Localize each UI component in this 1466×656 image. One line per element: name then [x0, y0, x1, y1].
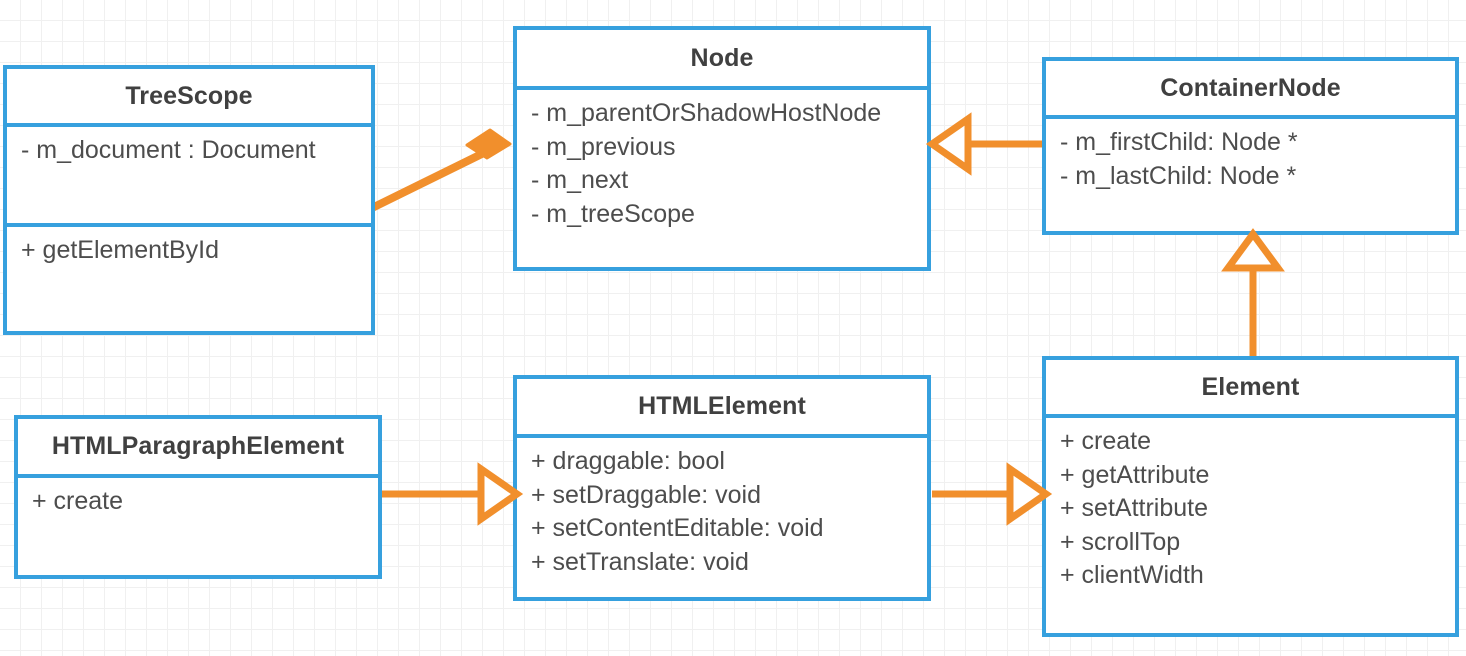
class-attributes-compartment-htmlparagraphelement: + create — [18, 478, 378, 575]
class-member: + create — [32, 487, 124, 515]
class-methods-compartment-treescope: + getElementById — [7, 227, 371, 331]
class-attributes-compartment-containernode: - m_firstChild: Node * - m_lastChild: No… — [1046, 119, 1455, 231]
class-title-compartment-treescope: TreeScope — [7, 69, 371, 127]
class-member: + draggable: bool — [531, 447, 725, 475]
class-member: - m_lastChild: Node * — [1060, 161, 1297, 190]
class-name-htmlelement: HTMLElement — [638, 392, 806, 420]
class-attributes-compartment-node: - m_parentOrShadowHostNode - m_previous … — [517, 90, 927, 267]
class-title-compartment-containernode: ContainerNode — [1046, 61, 1455, 119]
class-member: + setDraggable: void — [531, 480, 762, 509]
connector-line-treescope-node — [370, 140, 504, 212]
class-member: - m_parentOrShadowHostNode — [531, 99, 882, 127]
generalization-triangle-marker-htmlelement-element — [1006, 462, 1053, 526]
class-box-element[interactable]: Element + create + getAttribute + setAtt… — [1042, 356, 1459, 637]
class-title-compartment-element: Element — [1046, 360, 1455, 418]
composition-diamond-marker-treescope-node — [465, 128, 512, 160]
class-name-htmlparagraphelement: HTMLParagraphElement — [51, 432, 345, 460]
class-member: - m_next — [531, 166, 629, 194]
class-box-htmlelement[interactable]: HTMLElement + draggable: bool + setDragg… — [513, 375, 931, 601]
class-box-containernode[interactable]: ContainerNode - m_firstChild: Node * - m… — [1042, 57, 1459, 235]
class-member: + create — [1060, 427, 1152, 455]
class-attributes-compartment-treescope: - m_document : Document — [7, 127, 371, 227]
class-title-compartment-node: Node — [517, 30, 927, 90]
class-member: + getElementById — [21, 236, 220, 264]
class-box-node[interactable]: Node - m_parentOrShadowHostNode - m_prev… — [513, 26, 931, 271]
class-member: - m_treeScope — [531, 199, 695, 228]
class-member: + setTranslate: void — [531, 547, 749, 576]
class-name-node: Node — [690, 43, 754, 72]
class-member: + scrollTop — [1060, 527, 1181, 556]
class-attributes-compartment-element: + create + getAttribute + setAttribute +… — [1046, 418, 1455, 633]
class-name-treescope: TreeScope — [125, 81, 253, 110]
class-member: - m_document : Document — [21, 136, 316, 164]
class-box-htmlparagraphelement[interactable]: HTMLParagraphElement + create — [14, 415, 382, 579]
class-title-compartment-htmlparagraphelement: HTMLParagraphElement — [18, 419, 378, 478]
class-member: + clientWidth — [1060, 561, 1204, 589]
generalization-triangle-marker-htmlparagraph-htmlelement — [477, 462, 524, 526]
class-name-element: Element — [1201, 372, 1300, 401]
class-member: + getAttribute — [1060, 460, 1210, 489]
class-title-compartment-htmlelement: HTMLElement — [517, 379, 927, 438]
generalization-triangle-marker-element-containernode — [1221, 228, 1285, 272]
class-member: + setAttribute — [1060, 494, 1208, 522]
generalization-triangle-marker-containernode-node — [925, 112, 972, 176]
class-member: - m_previous — [531, 132, 676, 161]
class-box-treescope[interactable]: TreeScope - m_document : Document + getE… — [3, 65, 375, 335]
class-member: - m_firstChild: Node * — [1060, 128, 1298, 156]
class-member: + setContentEditable: void — [531, 514, 824, 542]
class-attributes-compartment-htmlelement: + draggable: bool + setDraggable: void +… — [517, 438, 927, 597]
class-name-containernode: ContainerNode — [1160, 73, 1341, 102]
